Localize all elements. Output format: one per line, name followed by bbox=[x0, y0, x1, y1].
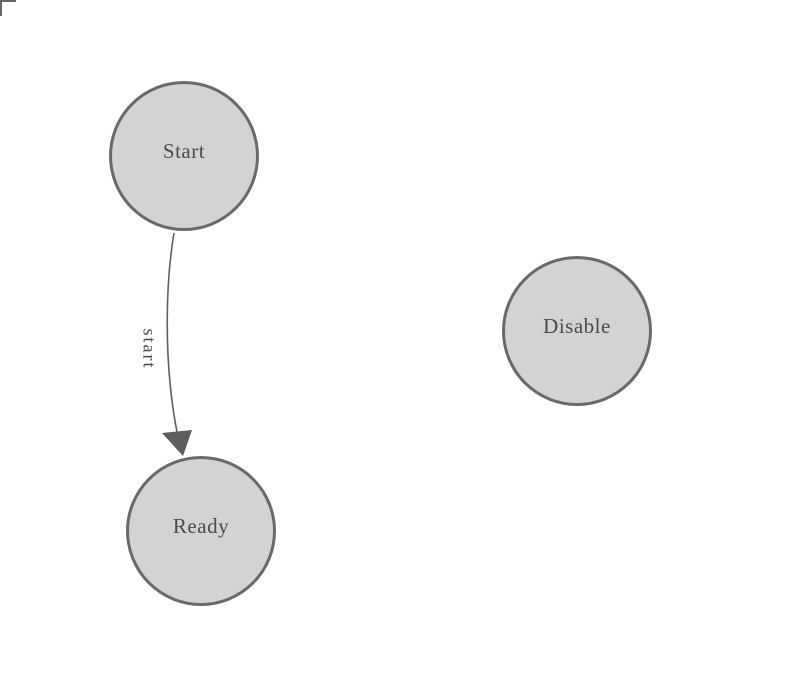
node-start[interactable]: Start bbox=[109, 81, 259, 231]
edge-label-start: start bbox=[139, 328, 160, 370]
arrowhead-icon bbox=[162, 430, 192, 456]
node-start-label: Start bbox=[162, 138, 206, 163]
node-disable-label: Disable bbox=[543, 313, 611, 338]
canvas-origin-corner-icon bbox=[0, 0, 16, 16]
node-disable[interactable]: Disable bbox=[502, 256, 652, 406]
edge-start-to-ready[interactable] bbox=[166, 232, 178, 433]
node-ready[interactable]: Ready bbox=[126, 456, 276, 606]
node-ready-label: Ready bbox=[172, 513, 230, 538]
